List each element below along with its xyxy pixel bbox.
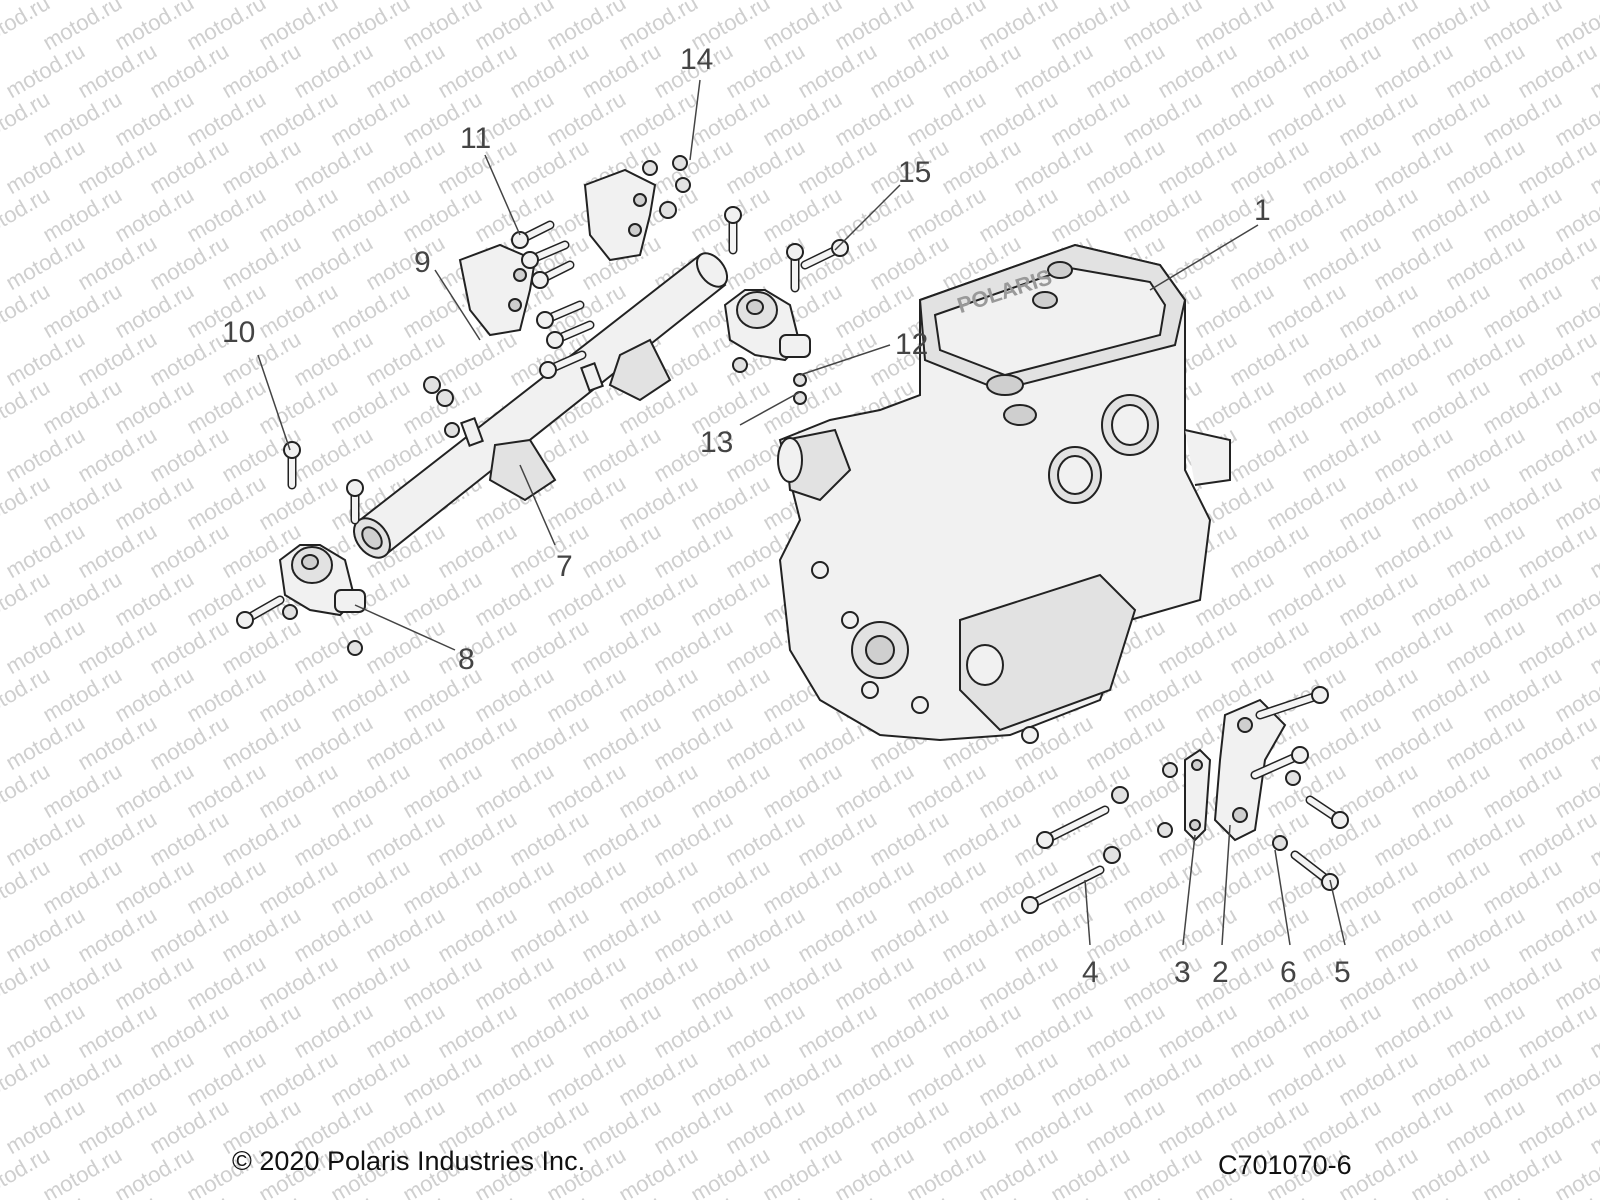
bolt — [521, 240, 570, 269]
washer — [1103, 846, 1121, 864]
bolt — [531, 260, 575, 289]
callout-5: 5 — [1334, 956, 1351, 989]
callout-11: 11 — [460, 122, 492, 155]
nut — [444, 422, 460, 438]
mount-bushing-right — [723, 289, 811, 362]
bolt — [539, 350, 587, 379]
washer — [1285, 770, 1301, 786]
bolt — [236, 595, 285, 629]
bolt — [724, 206, 742, 255]
nut — [282, 604, 298, 620]
copyright-text: © 2020 Polaris Industries Inc. — [232, 1146, 586, 1176]
callout-6: 6 — [1280, 956, 1297, 989]
callout-15: 15 — [898, 156, 932, 189]
mount-bushing-left — [278, 544, 366, 617]
bolt — [786, 243, 804, 293]
bolt — [546, 320, 595, 349]
bolt — [511, 220, 555, 249]
mount-bracket-upper — [583, 168, 657, 262]
nut — [642, 160, 658, 176]
callout-2: 2 — [1212, 956, 1229, 989]
washer — [793, 373, 807, 387]
nut — [732, 357, 748, 373]
nut — [675, 177, 691, 193]
bolt — [1250, 746, 1309, 780]
callout-10: 10 — [222, 316, 256, 349]
bolt — [1305, 795, 1349, 829]
nut — [347, 640, 363, 656]
nut — [1162, 762, 1178, 778]
mount-bracket-9 — [458, 243, 537, 337]
callout-4: 4 — [1082, 956, 1099, 989]
nut — [1157, 822, 1173, 838]
engine-assembly: POLARIS — [777, 243, 1231, 744]
lower-mount-plate — [1184, 748, 1212, 842]
bolt — [536, 300, 585, 329]
bolts — [236, 155, 1349, 914]
bolt — [283, 441, 301, 490]
callout-14: 14 — [680, 43, 714, 76]
leader-lines — [257, 79, 1346, 946]
bolt — [346, 479, 364, 525]
bolt — [1255, 686, 1329, 720]
nut — [659, 201, 677, 219]
bolt — [800, 239, 849, 270]
callout-7: 7 — [556, 550, 573, 583]
callout-13: 13 — [700, 426, 734, 459]
nut — [436, 389, 454, 407]
washer — [1111, 786, 1129, 804]
bolt — [1290, 850, 1339, 891]
bolt — [1021, 865, 1105, 914]
callout-9: 9 — [414, 246, 431, 279]
callout-3: 3 — [1174, 956, 1191, 989]
callout-8: 8 — [458, 643, 475, 676]
callout-12: 12 — [895, 328, 929, 361]
bolt — [1036, 805, 1110, 849]
mount-shaft — [353, 252, 729, 559]
washer — [1272, 835, 1288, 851]
diagram-code: C701070-6 — [1218, 1150, 1352, 1180]
callout-1: 1 — [1254, 194, 1271, 227]
nut — [423, 376, 441, 394]
nut — [672, 155, 688, 171]
